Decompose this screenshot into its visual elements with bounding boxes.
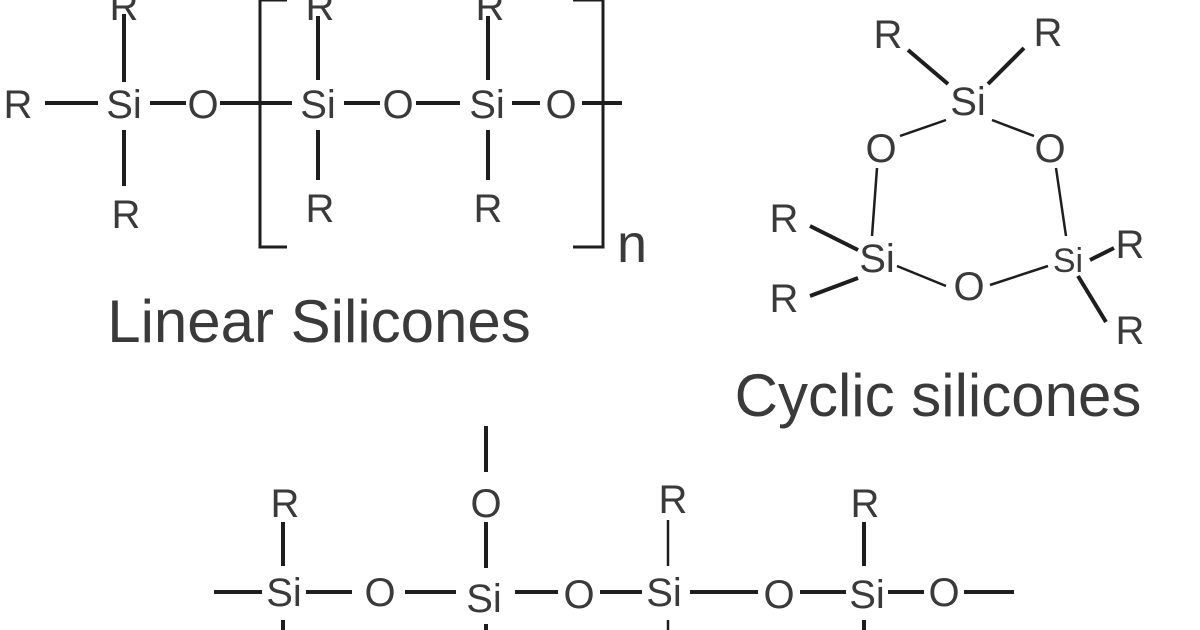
- atom-r: R: [659, 478, 688, 522]
- ring-bond: [896, 264, 947, 288]
- ring-bond: [989, 264, 1049, 287]
- atom-r: R: [1116, 223, 1145, 267]
- atom-o: O: [563, 573, 594, 617]
- atom-o: O: [953, 265, 984, 309]
- repeat-bracket-right: [573, 0, 605, 249]
- atom-r: R: [110, 0, 139, 29]
- atom-r: R: [306, 0, 335, 29]
- ring-bond: [899, 118, 947, 138]
- atom-o: O: [928, 571, 959, 615]
- atom-r: R: [112, 193, 141, 237]
- atom-si: Si: [266, 571, 302, 615]
- bond-si-r: [809, 276, 859, 298]
- atom-r: R: [1034, 11, 1063, 55]
- atom-si: Si: [1053, 242, 1083, 280]
- cyclic-silicones-caption: Cyclic silicones: [735, 362, 1142, 429]
- linear-silicone-structure: R R Si R O R Si R O R Si R O n Linear Si…: [4, 0, 647, 355]
- atom-r: R: [770, 197, 799, 241]
- repeat-bracket-left: [258, 0, 287, 249]
- atom-si: Si: [466, 577, 502, 621]
- repeat-subscript: n: [617, 214, 647, 274]
- branched-silicone-structure: R Si O O Si O R Si O R Si O: [214, 426, 1014, 630]
- bond-si-r: [1089, 246, 1115, 262]
- atom-r: R: [306, 187, 335, 231]
- atom-r: R: [474, 187, 503, 231]
- atom-r: R: [770, 277, 799, 321]
- bond-si-r: [809, 224, 859, 252]
- atom-si: Si: [646, 571, 682, 615]
- bond-si-r: [906, 48, 950, 86]
- atom-o: O: [470, 482, 501, 526]
- atom-r: R: [271, 482, 300, 526]
- atom-r: R: [874, 13, 903, 57]
- atom-o: O: [364, 571, 395, 615]
- bond-si-r: [1076, 274, 1108, 324]
- atom-o: O: [382, 83, 413, 127]
- atom-r: R: [1116, 309, 1145, 353]
- atom-si: Si: [300, 83, 336, 127]
- ring-bond: [870, 167, 879, 237]
- atom-si: Si: [106, 83, 142, 127]
- atom-o: O: [1034, 127, 1065, 171]
- atom-o: O: [545, 83, 576, 127]
- atom-o: O: [187, 83, 218, 127]
- atom-r: R: [4, 83, 33, 127]
- atom-o: O: [865, 127, 896, 171]
- linear-silicones-caption: Linear Silicones: [107, 288, 531, 355]
- bond-si-r: [986, 46, 1026, 86]
- atom-si: Si: [950, 80, 986, 124]
- atom-r: R: [476, 0, 505, 29]
- atom-r: R: [851, 482, 880, 526]
- cyclic-silicone-structure: R R Si O O R Si R O Si R R Cyclic silico…: [735, 11, 1145, 429]
- atom-si: Si: [859, 237, 895, 281]
- ring-bond: [991, 118, 1035, 138]
- atom-o: O: [763, 573, 794, 617]
- atom-si: Si: [469, 83, 505, 127]
- ring-bond: [1054, 167, 1068, 237]
- atom-si: Si: [849, 573, 885, 617]
